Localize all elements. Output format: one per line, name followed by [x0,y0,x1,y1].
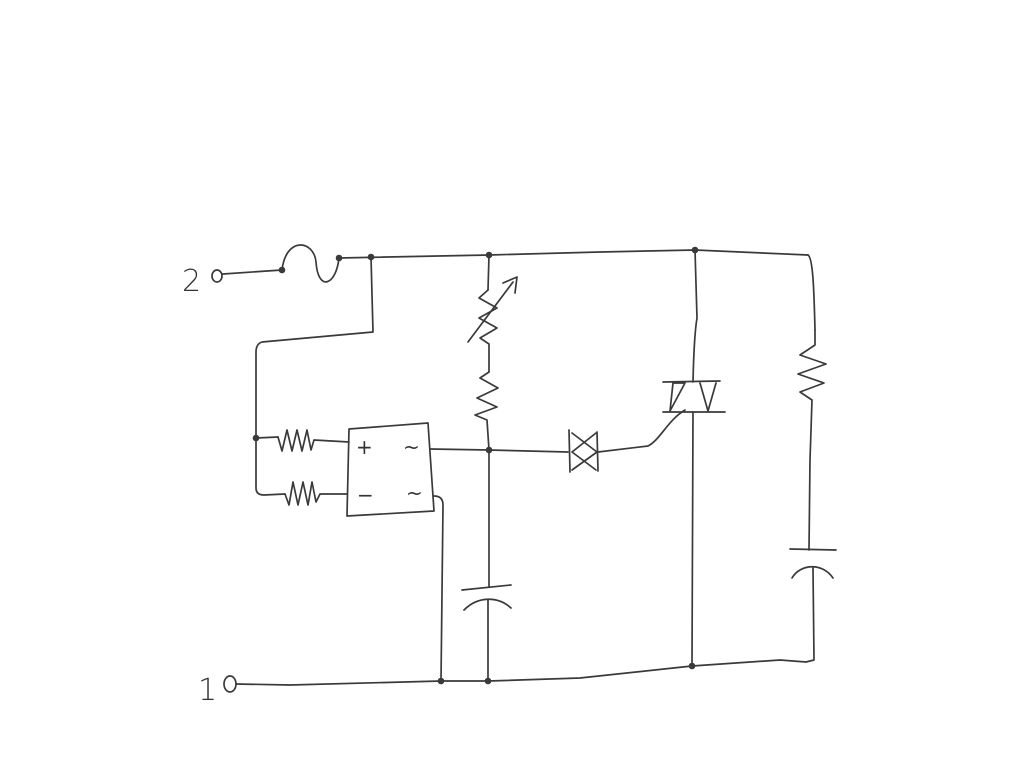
wire-diac-to-triac-gate [597,409,686,453]
terminal-1-circle [223,675,237,693]
wire-left-upper [255,436,279,439]
wire-terminal2-to-fuse [222,269,283,275]
terminal-1: 1 [198,673,237,708]
resistor-upper [277,429,350,452]
junction-top-middle [485,251,493,259]
bridge-rectifier: + − ~ ~ [346,422,435,517]
bridge-ac-top-label: ~ [403,435,420,459]
diac-bar-left [568,429,571,473]
wire-right-top [807,254,816,331]
triac-triangle-a [669,382,686,412]
junction-fuse-right [335,254,343,262]
terminal-2-circle [211,269,223,283]
diac [568,429,599,473]
diac-triangle-b [571,432,597,471]
wire-left-split [255,437,286,496]
resistor-lower [284,481,348,506]
variable-resistor-arrow [467,276,518,343]
wire-midnode-to-diac [488,449,569,453]
wire-triac-bottom [691,411,694,667]
diac-triangle-a [571,432,598,471]
wire-bridge-to-bottom [433,495,444,682]
terminal-2: 2 [182,264,223,299]
capacitor-middle-plate-top [461,584,512,591]
capacitor-middle [461,584,512,611]
fuse [281,244,340,283]
resistor-middle [474,371,499,451]
junction-mid-node [485,446,493,454]
triac [662,380,726,413]
junction-bottom-middle [484,677,492,685]
junction-bottom-bridge [437,677,445,685]
wire-left-drop [255,256,374,439]
wire-bottom-rail [235,665,693,686]
bridge-ac-bottom-label: ~ [406,481,423,505]
resistor-right [797,329,827,551]
junction-fuse-left [278,266,286,274]
triac-triangle-b [699,382,717,412]
junction-top-triac [691,246,699,254]
wire-top-rail [338,249,809,259]
variable-resistor-zigzag [478,289,498,373]
wire-mid-top [487,254,490,291]
capacitor-right [789,548,837,579]
bridge-minus-label: − [357,483,374,507]
terminal-1-label: 1 [198,673,217,708]
junction-bottom-triac [688,662,696,670]
junction-left-split [252,434,260,442]
triac-bar-top [662,380,721,383]
capacitor-right-plate-top [789,548,837,551]
capacitor-right-plate-bottom [791,565,834,579]
junction-top-left [367,253,375,261]
wire-right-bottom [691,567,815,667]
bridge-plus-label: + [356,435,373,459]
bridge-box [346,422,435,517]
terminal-2-label: 2 [182,264,201,299]
wire-bridge-to-midnode [429,448,490,451]
wire-triac-top [692,249,698,383]
